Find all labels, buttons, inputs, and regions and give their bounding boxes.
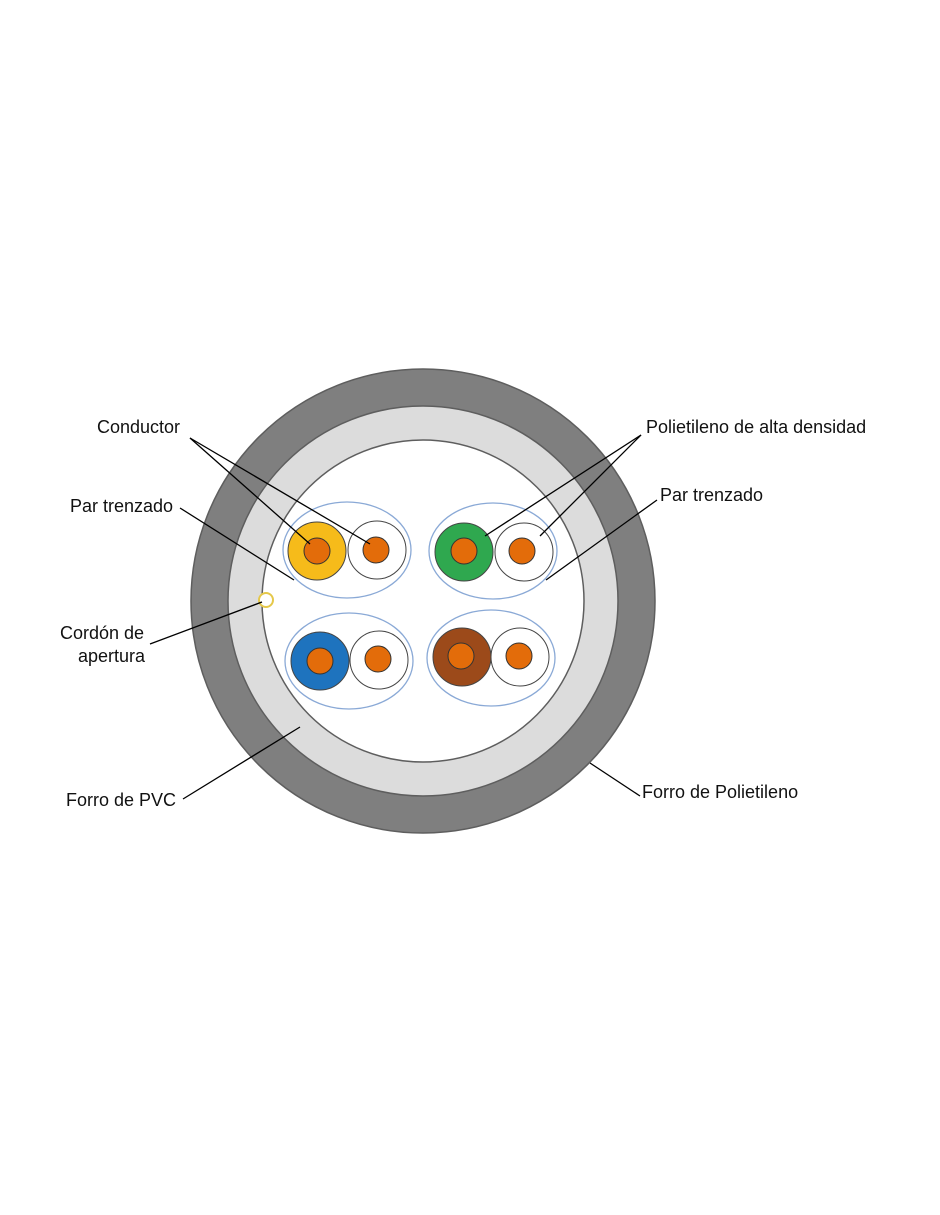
conductor-core: [505, 642, 533, 670]
label-forro-pvc: Forro de PVC: [66, 790, 176, 810]
label-polietileno-alta-densidad: Polietileno de alta densidad: [646, 417, 866, 437]
label-par-trenzado-right: Par trenzado: [660, 485, 763, 505]
conductor-core: [450, 537, 478, 565]
conductor-core: [303, 537, 331, 565]
leader-forro-pvc: [182, 726, 301, 800]
twisted-pair-orange: [282, 501, 412, 599]
leader-forro-polietileno: [589, 762, 641, 797]
leader-polietileno-a: [484, 434, 642, 537]
leader-cordon-apertura: [149, 601, 263, 645]
pair-outline: [284, 612, 414, 710]
twisted-pair-brown: [426, 609, 556, 707]
label-cordon-line1: Cordón de: [60, 623, 144, 643]
conductor-core: [508, 537, 536, 565]
leader-conductor-a: [189, 437, 311, 545]
leader-par-trenzado-right: [545, 499, 658, 581]
leader-polietileno-b: [539, 434, 642, 537]
pair-outline: [428, 502, 558, 600]
twisted-pair-blue: [284, 612, 414, 710]
conductor-core: [306, 647, 334, 675]
label-par-trenzado-left: Par trenzado: [70, 496, 173, 516]
leader-conductor-b: [189, 437, 371, 545]
label-conductor: Conductor: [97, 417, 180, 437]
label-forro-polietileno: Forro de Polietileno: [642, 782, 798, 802]
conductor-core: [362, 536, 390, 564]
conductor-core: [364, 645, 392, 673]
cable-core: [261, 439, 585, 763]
twisted-pair-green: [428, 502, 558, 600]
pair-outline: [282, 501, 412, 599]
leader-par-trenzado-left: [179, 507, 295, 581]
conductor-core: [447, 642, 475, 670]
pair-outline: [426, 609, 556, 707]
label-cordon-line2: apertura: [78, 646, 146, 666]
ripcord: [258, 592, 274, 608]
